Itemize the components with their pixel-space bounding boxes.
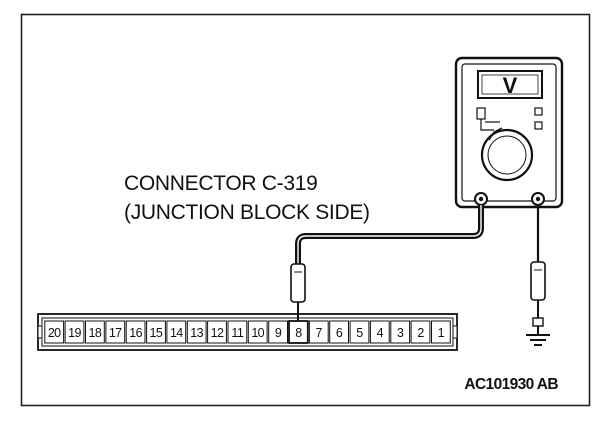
connector-pin-12: 12 [207, 320, 227, 344]
pin-label: 14 [170, 326, 183, 340]
connector-title: CONNECTOR C-319 [124, 172, 317, 195]
pin-label: 6 [336, 326, 343, 340]
pin-label: 4 [377, 326, 384, 340]
connector-pin-14: 14 [166, 320, 187, 344]
pin-label: 12 [211, 326, 224, 340]
connector-pin-1: 1 [431, 320, 451, 344]
connector-pin-18: 18 [85, 320, 105, 344]
figure-frame [20, 13, 591, 407]
connector-pin-10: 10 [247, 320, 268, 344]
ground-lead [530, 205, 546, 334]
probe-jack-com-icon [474, 192, 488, 206]
pin-label: 5 [356, 326, 363, 340]
pin-label: 9 [275, 326, 282, 340]
pin-label: 11 [231, 326, 243, 340]
pin-label: 3 [397, 326, 404, 340]
connector-pin-2: 2 [410, 320, 431, 344]
connector-pin-5: 5 [349, 320, 370, 344]
connector-pin-7: 7 [308, 320, 329, 344]
pin-label: 17 [109, 326, 122, 340]
meter-display: V [477, 70, 543, 99]
ground-icon [526, 334, 550, 346]
connector-pin-3: 3 [390, 320, 411, 344]
figure-code: AC101930 AB [464, 376, 558, 393]
pin-label: 10 [251, 326, 264, 340]
pin-label: 13 [190, 326, 203, 340]
connector-pin-6: 6 [329, 320, 350, 344]
connector-pin-19: 19 [64, 320, 85, 344]
connector-pin-15: 15 [146, 320, 166, 344]
pin-label: 15 [150, 326, 163, 340]
pin-label: 19 [68, 326, 81, 340]
pin-label: 18 [89, 326, 102, 340]
connector-pin-13: 13 [186, 320, 207, 344]
pin-label: 2 [417, 326, 424, 340]
range-dial-icon [476, 107, 543, 182]
connector-pin-16: 16 [125, 320, 146, 344]
connector-pin-20: 20 [44, 320, 65, 344]
connector-pin-8: 8 [288, 320, 309, 344]
connector-pin-4: 4 [369, 320, 390, 344]
pin-label: 7 [316, 326, 323, 340]
probe-jack-v-icon [531, 192, 545, 206]
test-lead-to-pin [290, 205, 484, 322]
connector-pin-11: 11 [227, 320, 248, 344]
pin-label: 8 [295, 326, 302, 340]
connector-subtitle: (JUNCTION BLOCK SIDE) [124, 201, 370, 224]
connector-pin-17: 17 [105, 320, 126, 344]
multimeter: V [454, 56, 564, 209]
pin-label: 16 [129, 326, 142, 340]
connector-pin-9: 9 [268, 320, 289, 344]
pin-label: 20 [48, 326, 61, 340]
pin-label: 1 [438, 326, 445, 340]
voltage-symbol: V [503, 73, 518, 98]
